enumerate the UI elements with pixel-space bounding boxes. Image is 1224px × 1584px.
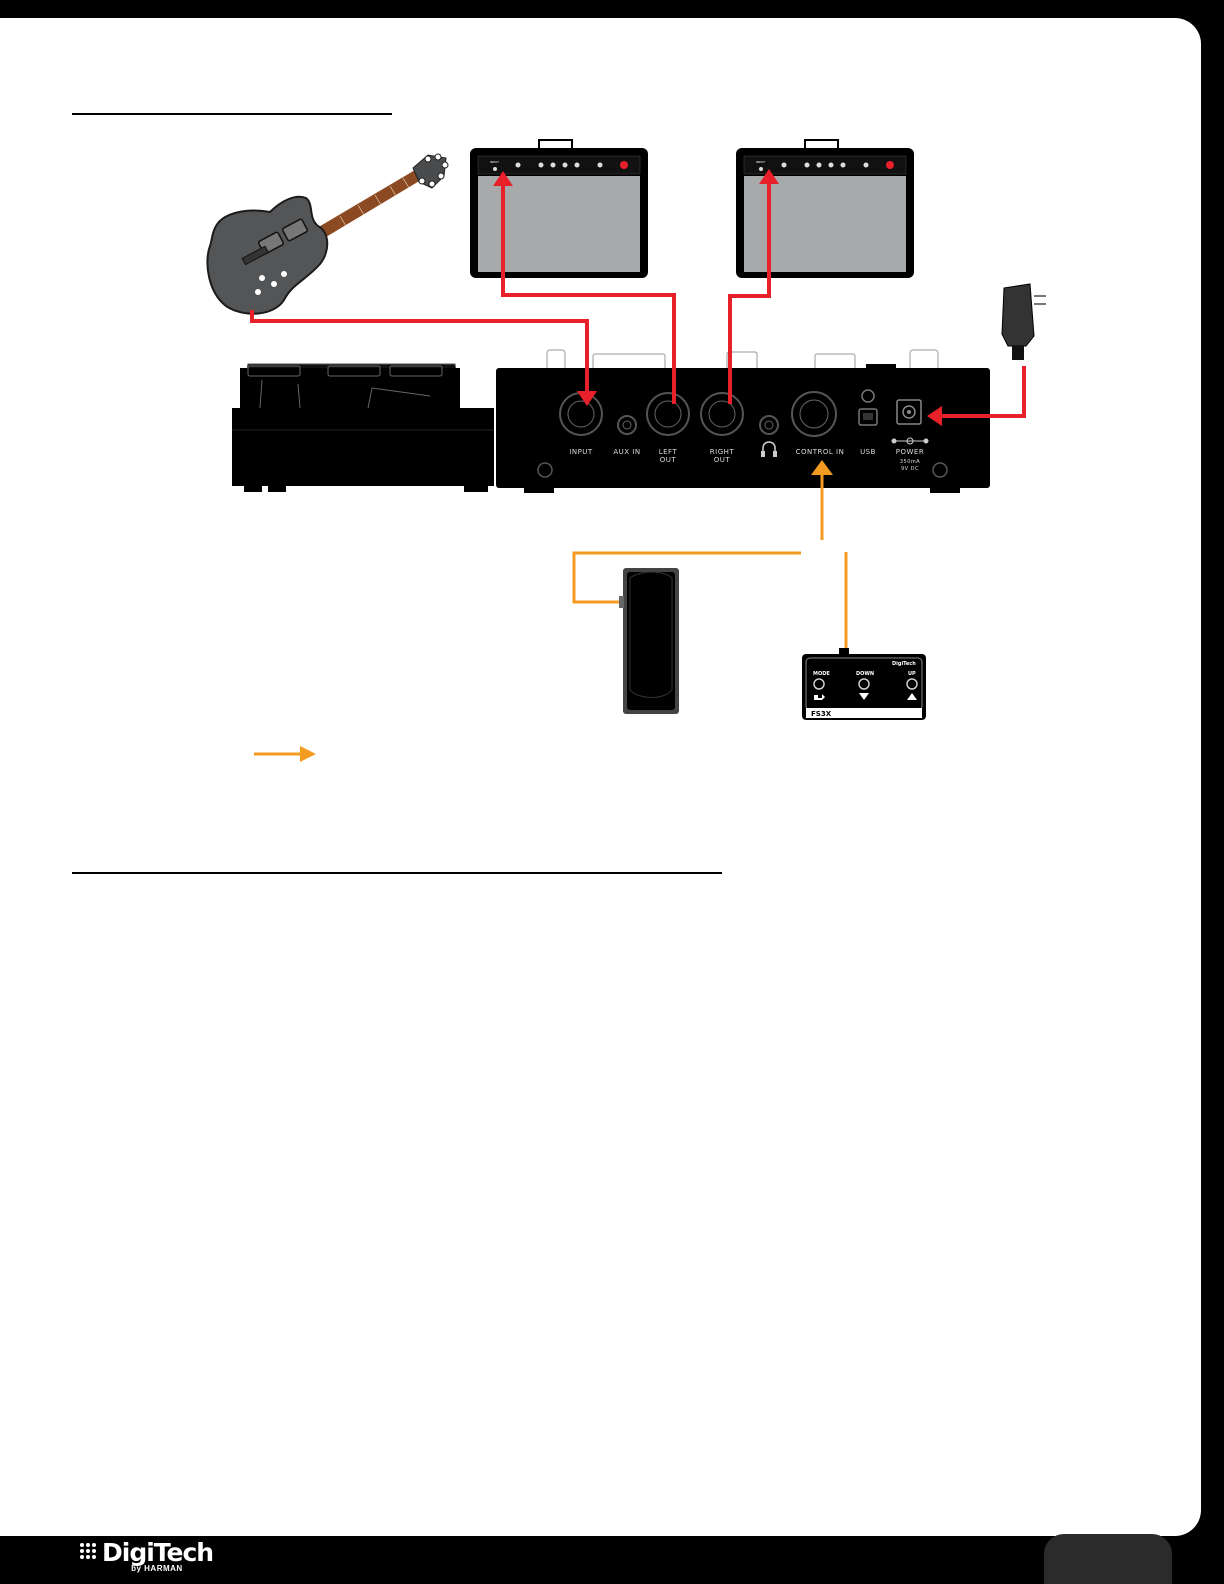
up-arrow-icon	[907, 693, 917, 700]
power-adapter	[1001, 283, 1046, 360]
logo-byline: by HARMAN	[131, 1564, 183, 1573]
usb-label: USB	[860, 448, 876, 456]
left-out-label: LEFT	[659, 448, 678, 456]
down-arrow-icon	[859, 693, 869, 700]
power-cable	[937, 366, 1026, 418]
guitar-to-input-cable	[250, 310, 589, 398]
audio-arrowheads	[493, 169, 942, 426]
mode-arrow-icon	[814, 694, 825, 700]
arrow-down-icon	[577, 391, 597, 406]
aux-in-label: AUX IN	[613, 448, 640, 456]
pedalboard-expression-side	[232, 363, 494, 492]
power-rating-voltage: 9V DC	[901, 466, 919, 472]
page-number-tab	[1044, 1534, 1172, 1584]
power-label: POWER	[896, 448, 924, 456]
digitech-logo: DigiTech by HARMAN	[80, 1540, 214, 1573]
logo-wordmark: DigiTech	[102, 1538, 214, 1567]
legend-control-arrow	[254, 746, 316, 762]
right-amplifier: INPUT	[736, 139, 914, 278]
input-label: INPUT	[569, 448, 593, 456]
polarity-icon	[891, 437, 929, 445]
aux-in-jack	[617, 415, 637, 435]
section-heading-rule	[72, 872, 722, 874]
fs3x-brand: DigiTech	[892, 661, 916, 667]
amp-input-label: INPUT	[490, 160, 499, 164]
control-in-jack	[791, 391, 837, 437]
logo-dots-icon	[80, 1543, 96, 1559]
fs3x-model: FS3X	[811, 710, 832, 718]
left-out-label-line2: OUT	[660, 456, 677, 464]
control-cables	[572, 472, 848, 648]
right-out-to-amp-cable	[728, 180, 771, 404]
headphone-jack	[759, 415, 779, 435]
arrow-left-icon	[927, 406, 942, 426]
usb-port	[858, 389, 878, 426]
left-out-jack	[646, 392, 690, 436]
power-jack	[896, 399, 922, 425]
right-out-label-line2: OUT	[714, 456, 731, 464]
section-heading-rule	[72, 113, 392, 115]
right-out-label: RIGHT	[710, 448, 735, 456]
arrow-right-icon	[300, 746, 316, 762]
fs3x-footswitch: DigiTech MODE DOWN UP FS3X	[802, 648, 926, 720]
input-jack	[559, 392, 603, 436]
headphones-icon	[761, 441, 777, 457]
left-out-to-amp-cable	[501, 182, 676, 404]
fs3x-down-label: DOWN	[856, 671, 874, 677]
right-out-jack	[700, 392, 744, 436]
electric-guitar	[206, 153, 449, 315]
expression-pedal	[619, 568, 679, 714]
fs3x-up-label: UP	[908, 671, 916, 677]
control-in-label: CONTROL IN	[796, 448, 845, 456]
power-rating-current: 350mA	[900, 459, 920, 465]
amp-input-label: INPUT	[756, 160, 765, 164]
fs3x-mode-label: MODE	[813, 671, 830, 677]
arrow-up-icon	[811, 460, 833, 475]
audio-cables	[250, 180, 1026, 418]
rear-panel: INPUT AUX IN LEFT OUT RIGHT OUT CONTROL …	[496, 349, 990, 493]
arrow-up-icon	[493, 171, 513, 186]
expression-pedal-cable	[572, 551, 801, 604]
left-amplifier: INPUT	[470, 139, 648, 278]
arrow-up-icon	[759, 169, 779, 184]
